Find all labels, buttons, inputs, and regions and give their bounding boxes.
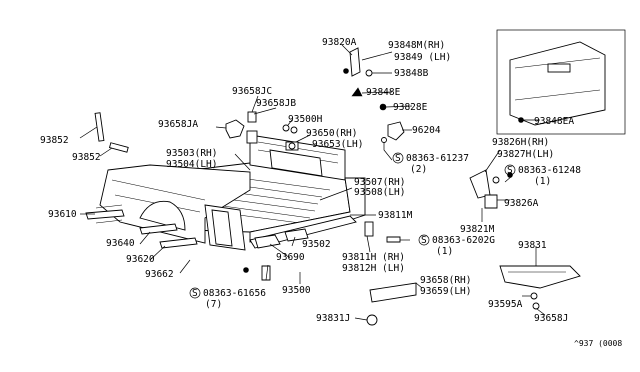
screw-symbol-61656 <box>189 287 201 299</box>
screw-symbol-61248-letter: S <box>507 165 513 176</box>
label-08363-61237-qty: (2) <box>410 164 427 175</box>
label-93848M-rh: 93848M(RH) <box>388 40 445 51</box>
truck-bed-illustration <box>85 130 366 251</box>
leader-lines <box>79 44 546 321</box>
label-08363-6202G-qty: (1) <box>436 246 453 257</box>
label-93831: 93831 <box>518 240 547 251</box>
label-93595A: 93595A <box>488 299 523 310</box>
screw-symbol-6202G-letter: S <box>421 235 427 246</box>
label-93821M: 93821M <box>460 224 495 235</box>
screw-symbol-61237-letter: S <box>395 153 401 164</box>
label-93826A: 93826A <box>504 198 539 209</box>
label-08363-61248: 08363-61248 <box>518 165 581 176</box>
label-93659-lh: 93659(LH) <box>420 286 471 297</box>
label-93848E: 93848E <box>366 87 401 98</box>
label-93827H-lh: 93827H(LH) <box>497 149 554 160</box>
label-93640: 93640 <box>106 238 135 249</box>
label-93811M: 93811M <box>378 210 413 221</box>
screw-symbol-61656-letter: S <box>192 288 198 299</box>
label-93650-rh: 93650(RH) <box>306 128 357 139</box>
label-93658-rh: 93658(RH) <box>420 275 471 286</box>
label-93811H-rh: 93811H (RH) <box>342 252 405 263</box>
label-96204: 96204 <box>412 125 441 136</box>
label-08363-61656: 08363-61656 <box>203 288 266 299</box>
screw-symbol-61237 <box>392 152 404 164</box>
label-93828E: 93828E <box>393 102 428 113</box>
part-labels: 93820A 93848M(RH) 93849 (LH) 93848B 9384… <box>40 37 622 348</box>
label-93848B: 93848B <box>394 68 429 79</box>
label-93658JC: 93658JC <box>232 86 272 97</box>
label-93500: 93500 <box>282 285 311 296</box>
small-parts <box>94 47 581 326</box>
label-93690: 93690 <box>276 252 305 263</box>
label-08363-61656-qty: (7) <box>205 299 222 310</box>
label-93658J: 93658J <box>534 313 568 324</box>
label-93662: 93662 <box>145 269 174 280</box>
label-93812H-lh: 93812H (LH) <box>342 263 405 274</box>
label-93500H: 93500H <box>288 114 323 125</box>
label-93504-lh: 93504(LH) <box>166 159 217 170</box>
label-08363-61237: 08363-61237 <box>406 153 469 164</box>
label-93658JA: 93658JA <box>158 119 198 130</box>
label-93507-rh: 93507(RH) <box>354 177 405 188</box>
screw-symbol-6202G <box>418 234 430 246</box>
label-08363-61248-qty: (1) <box>534 176 551 187</box>
label-93653-lh: 93653(LH) <box>312 139 363 150</box>
label-93820A: 93820A <box>322 37 357 48</box>
label-93502: 93502 <box>302 239 331 250</box>
label-93826H-rh: 93826H(RH) <box>492 137 549 148</box>
label-93852-b: 93852 <box>72 152 101 163</box>
label-93849-lh: 93849 (LH) <box>394 52 451 63</box>
label-93620: 93620 <box>126 254 155 265</box>
footer-code: ^937 (0008 <box>574 339 622 348</box>
label-93503-rh: 93503(RH) <box>166 148 217 159</box>
tailgate-inset <box>496 29 626 135</box>
label-93848EA: 93848EA <box>534 116 574 127</box>
label-93508-lh: 93508(LH) <box>354 187 405 198</box>
screw-symbol-61248 <box>504 164 516 176</box>
label-93831J: 93831J <box>316 313 350 324</box>
label-93852-a: 93852 <box>40 135 69 146</box>
label-93658JB: 93658JB <box>256 98 296 109</box>
label-93610: 93610 <box>48 209 77 220</box>
label-08363-6202G: 08363-6202G <box>432 235 495 246</box>
